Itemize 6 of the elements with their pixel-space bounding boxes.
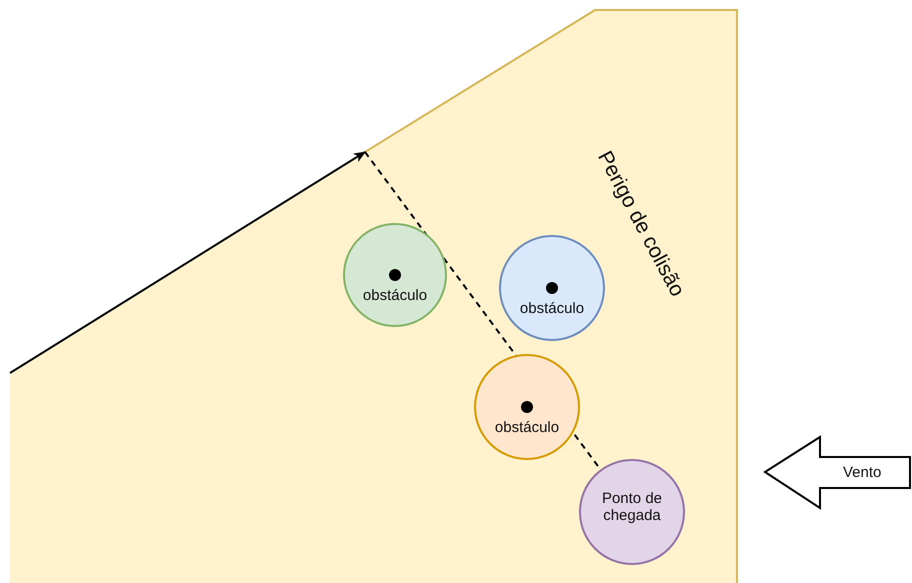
- wind-label: Vento: [843, 464, 882, 481]
- obstacle-label: obstáculo: [494, 419, 560, 436]
- obstacle-label: obstáculo: [518, 300, 586, 317]
- arrow: [9, 151, 366, 374]
- destination-label: Ponto de chegada: [600, 490, 664, 524]
- obstacle-label: obstáculo: [362, 287, 428, 304]
